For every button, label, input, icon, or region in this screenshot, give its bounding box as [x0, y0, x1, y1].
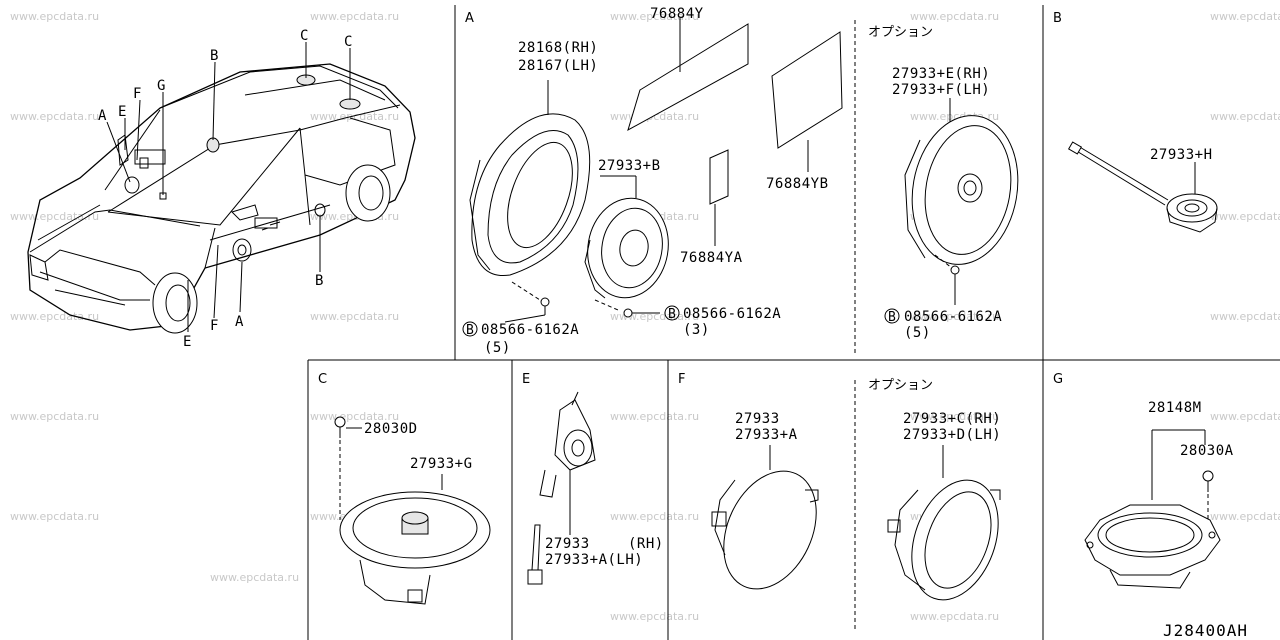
pad-76884yb — [771, 31, 843, 149]
label-27933: 27933 — [735, 411, 780, 427]
tweeter-27933 — [554, 399, 596, 471]
watermark: www.epcdata.ru — [910, 310, 999, 323]
speaker-27933b — [587, 197, 669, 299]
watermark: www.epcdata.ru — [10, 110, 99, 123]
pad-76884ya — [709, 149, 729, 205]
speaker-27933c — [911, 479, 999, 601]
label-bolt-08566: 08566-6162A — [481, 322, 579, 338]
callout-g: G — [157, 78, 166, 94]
callout-c: C — [344, 34, 353, 50]
label-27933f: 27933+F(LH) — [892, 82, 990, 98]
car-overview: A E F G B C C B A F E — [27, 28, 416, 350]
section-title-e: E — [522, 372, 530, 387]
label-27933e: 27933+E(RH) — [892, 66, 990, 82]
watermark: www.epcdata.ru — [310, 110, 399, 123]
section-c: C 28030D 27933+G — [318, 372, 491, 605]
watermark: www.epcdata.ru — [210, 571, 299, 584]
section-f: F 27933 27933+A オプション 27933+C(RH) 27933+… — [678, 372, 1001, 601]
watermark: www.epcdata.ru — [1210, 310, 1280, 323]
callout-b: B — [315, 273, 324, 289]
section-e: E 27933 (RH) 27933+A(LH) — [522, 372, 664, 585]
label-bolt-qty: (3) — [683, 322, 710, 338]
section-title-a: A — [465, 11, 474, 26]
label-28148m: 28148M — [1148, 400, 1202, 416]
speaker-bracket — [471, 113, 591, 277]
label-28030d: 28030D — [364, 421, 418, 437]
svg-text:B: B — [888, 310, 896, 325]
label-bolt-qty: (5) — [484, 340, 511, 356]
label-27933d: 27933+D(LH) — [903, 427, 1001, 443]
diagram-code: J28400AH — [1163, 621, 1248, 640]
watermark: www.epcdata.ru — [310, 310, 399, 323]
watermark: www.epcdata.ru — [610, 10, 699, 23]
option-label: オプション — [868, 378, 933, 393]
callout-a: A — [235, 314, 244, 330]
section-title-b: B — [1053, 11, 1062, 26]
callout-f: F — [133, 86, 142, 102]
callout-b: B — [210, 48, 219, 64]
watermark: www.epcdata.ru — [910, 410, 999, 423]
speaker-27933 — [723, 470, 817, 590]
panel-borders — [307, 5, 1280, 640]
section-a: A B B 28168(RH) 28167(L — [462, 6, 1019, 356]
watermark: www.epcdata.ru — [10, 510, 99, 523]
label-27933h: 27933+H — [1150, 147, 1213, 163]
watermark: www.epcdata.ru — [10, 10, 99, 23]
watermark: www.epcdata.ru — [310, 10, 399, 23]
speaker-27933h — [1166, 193, 1218, 223]
label-bolt-08566: 08566-6162A — [904, 309, 1002, 325]
label-27933b: 27933+B — [598, 158, 661, 174]
label-76884ya: 76884YA — [680, 250, 743, 266]
label-28030a: 28030A — [1180, 443, 1234, 459]
watermark: www.epcdata.ru — [610, 610, 699, 623]
label-27933a-lh: 27933+A(LH) — [545, 552, 643, 568]
label-28168: 28168(RH) — [518, 40, 598, 56]
watermark: www.epcdata.ru — [10, 210, 99, 223]
section-title-f: F — [678, 372, 685, 387]
callout-c: C — [300, 28, 309, 44]
label-bolt-08566: 08566-6162A — [683, 306, 781, 322]
watermark: www.epcdata.ru — [1210, 10, 1280, 23]
label-bolt-qty: (5) — [904, 325, 931, 341]
watermark: www.epcdata.ru — [910, 610, 999, 623]
label-27933g: 27933+G — [410, 456, 473, 472]
pad-76884y — [627, 23, 749, 132]
watermark: www.epcdata.ru — [1210, 510, 1280, 523]
callout-e: E — [118, 104, 127, 120]
option-label: オプション — [868, 25, 933, 40]
label-76884yb: 76884YB — [766, 176, 829, 192]
label-27933c: 27933+C(RH) — [903, 411, 1001, 427]
watermark: www.epcdata.ru — [910, 10, 999, 23]
label-76884y: 76884Y — [650, 6, 704, 22]
callout-a: A — [98, 108, 107, 124]
label-rh: (RH) — [628, 536, 664, 552]
watermark: www.epcdata.ru — [10, 410, 99, 423]
section-title-c: C — [318, 372, 327, 387]
watermark: www.epcdata.ru — [1210, 110, 1280, 123]
tweeter-28148m — [1084, 504, 1221, 576]
section-b: B 27933+H — [1053, 11, 1218, 233]
watermark: www.epcdata.ru — [610, 410, 699, 423]
section-title-g: G — [1053, 372, 1063, 387]
label-28167: 28167(LH) — [518, 58, 598, 74]
watermark: www.epcdata.ru — [10, 310, 99, 323]
svg-text:B: B — [466, 323, 474, 338]
watermark: www.epcdata.ru — [1210, 410, 1280, 423]
svg-text:B: B — [668, 307, 676, 322]
label-27933: 27933 — [545, 536, 590, 552]
callout-f: F — [210, 318, 219, 334]
label-27933a: 27933+A — [735, 427, 798, 443]
watermark: www.epcdata.ru — [610, 510, 699, 523]
watermark: www.epcdata.ru — [310, 410, 399, 423]
watermark: www.epcdata.ru — [1210, 210, 1280, 223]
callout-e: E — [183, 334, 192, 350]
speaker-27933e — [911, 115, 1019, 265]
section-g: G 28148M 28030A — [1053, 372, 1234, 589]
